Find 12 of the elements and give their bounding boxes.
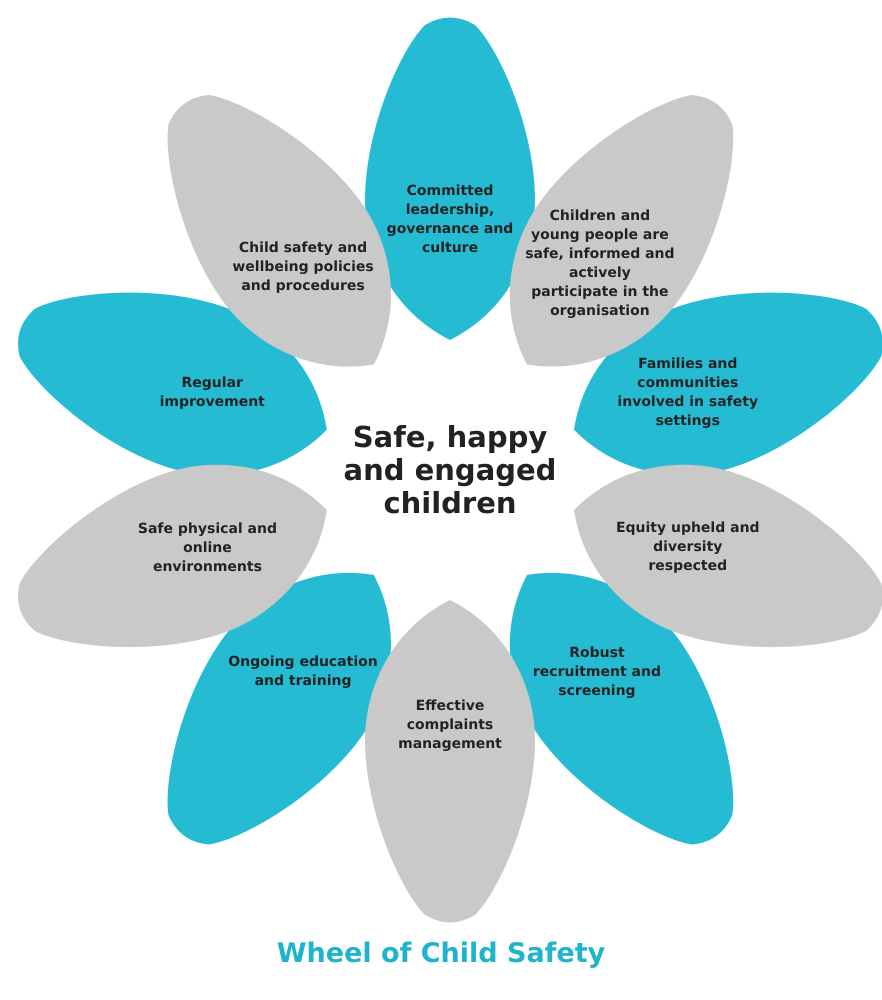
- petal-label: Ongoing education and training: [228, 653, 378, 692]
- caption: Wheel of Child Safety: [276, 938, 606, 969]
- petal-label: Families and communities involved in safety settings: [616, 354, 760, 431]
- petal-label: Robust recruitment and screening: [532, 644, 662, 701]
- petal-label: Safe physical and online environments: [136, 520, 278, 578]
- petal-label: Regular improvement: [158, 374, 266, 412]
- petal-label: Equity upheld and diversity respected: [614, 518, 761, 576]
- petal-label: Children and young people are safe, informed and actively participate in the organisation: [524, 206, 675, 321]
- petal-label: Effective complaints management: [397, 696, 503, 754]
- petal-label: Child safety and wellbeing policies and procedures: [231, 239, 375, 296]
- petal-label: Committed leadership, governance and culture: [386, 182, 514, 258]
- center-heading: Safe, happy and engaged children: [342, 420, 558, 520]
